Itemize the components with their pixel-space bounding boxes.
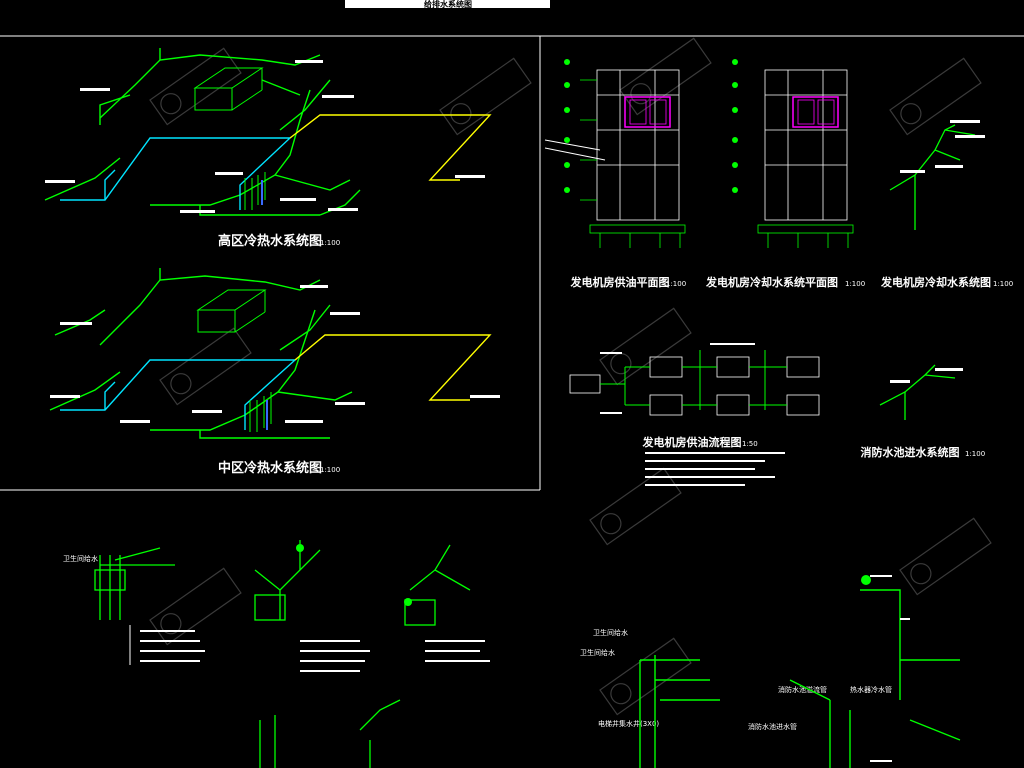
riser-label-2: 卫生间给水 [580,648,615,657]
mid-zone-scale: 1:100 [320,466,340,474]
cooling-system-scale: 1:100 [993,280,1013,288]
mid-zone-title: 中区冷热水系统图 [218,460,322,476]
high-zone-title: 高区冷热水系统图 [218,233,322,249]
bottom-detail-toilet-supply: 卫生间给水 [63,540,490,768]
generator-cooling-system: 发电机房冷却水系统图 1:100 [880,120,1013,289]
sheet-header-title: 给排水系统图 [424,0,472,9]
watermark-layer [149,37,992,716]
riser-label-6: 热水器冷水管 [850,685,892,694]
valve-marker-1 [296,544,304,552]
toilet-supply-label: 卫生间给水 [63,554,98,563]
fire-pool-title: 消防水池进水系统图 [861,445,960,459]
fire-pool-scale: 1:100 [965,450,985,458]
cooling-plan-scale: 1:100 [845,280,865,288]
cooling-system-title: 发电机房冷却水系统图 [880,275,991,289]
valve-marker-3 [861,575,871,585]
riser-label-1: 卫生间给水 [593,628,628,637]
oil-plan-title: 发电机房供油平面图 [570,275,670,289]
generator-cooling-plan: 发电机房冷却水系统平面图 1:100 [705,59,865,289]
bottom-detail-riser-system: 卫生间给水 卫生间给水 消防水池溢流管 电梯井集水井(3X0) 消防水池进水管 … [580,575,961,768]
oil-flow-chart: 发电机房供油流程图 1:50 [569,343,820,486]
oil-flow-scale: 1:50 [742,440,758,448]
fire-pool-inlet-system: 消防水池进水系统图 1:100 [861,364,985,459]
mid-zone-system-diagram: 中区冷热水系统图 1:100 [49,268,500,476]
cooling-plan-title: 发电机房冷却水系统平面图 [705,275,838,289]
riser-label-4: 电梯井集水井(3X0) [598,719,659,728]
sheet-header-bar [345,0,550,8]
high-zone-scale: 1:100 [320,239,340,247]
oil-flow-title: 发电机房供油流程图 [642,435,742,449]
oil-plan-scale: 1:100 [666,280,686,288]
panel-frames [0,35,1024,491]
riser-label-5: 消防水池进水管 [748,722,797,731]
generator-oil-plan: 发电机房供油平面图 1:100 [544,59,686,289]
valve-marker-2 [404,598,412,606]
riser-label-3: 消防水池溢流管 [778,685,827,694]
high-zone-system-diagram: 高区冷热水系统图 1:100 [44,48,492,249]
